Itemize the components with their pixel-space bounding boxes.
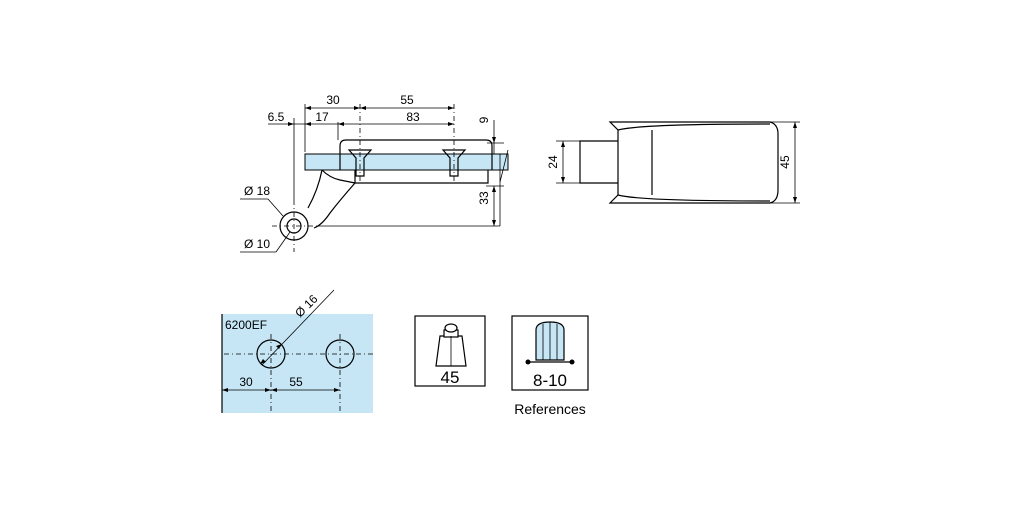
dim-55-side: 55 (400, 93, 414, 107)
dim-83: 83 (406, 110, 420, 124)
dim-45-top: 45 (778, 155, 792, 169)
top-view-body (608, 121, 779, 204)
dim-9: 9 (477, 116, 491, 123)
model-label: 6200EF (225, 318, 267, 332)
dim-30-holes: 30 (239, 375, 253, 389)
dia-18-label: Ø 18 (244, 184, 270, 198)
hole-pattern: 6200EF Ø 16 30 55 (221, 289, 373, 413)
top-view-stub (579, 140, 618, 184)
references-label: References (514, 401, 586, 417)
dim-24: 24 (546, 155, 560, 169)
dia-10-label: Ø 10 (244, 237, 270, 251)
dim-55-holes: 55 (289, 375, 303, 389)
glass-thickness-icon: 8-10 (511, 315, 589, 391)
screw-left (347, 149, 373, 177)
glass-panel-side (304, 153, 509, 171)
top-view: 24 45 (546, 121, 800, 204)
hole-1 (256, 339, 286, 369)
thickness-label: 8-10 (533, 371, 567, 390)
dim-6-5: 6.5 (268, 110, 285, 124)
angle-label: 45 (441, 368, 460, 387)
dim-33: 33 (477, 191, 491, 205)
hole-2 (325, 339, 355, 369)
dim-30-side: 30 (326, 93, 340, 107)
clamp-plate (339, 139, 493, 170)
angle-45-icon: 45 (414, 315, 486, 387)
clamp-underplate (354, 170, 489, 184)
glass-panel-holes (222, 314, 373, 413)
side-view: 30 55 6.5 17 83 9 33 Ø 18 Ø 10 (240, 93, 509, 253)
screw-right (441, 149, 467, 177)
dim-17: 17 (315, 110, 329, 124)
hinge-arm (307, 169, 356, 229)
